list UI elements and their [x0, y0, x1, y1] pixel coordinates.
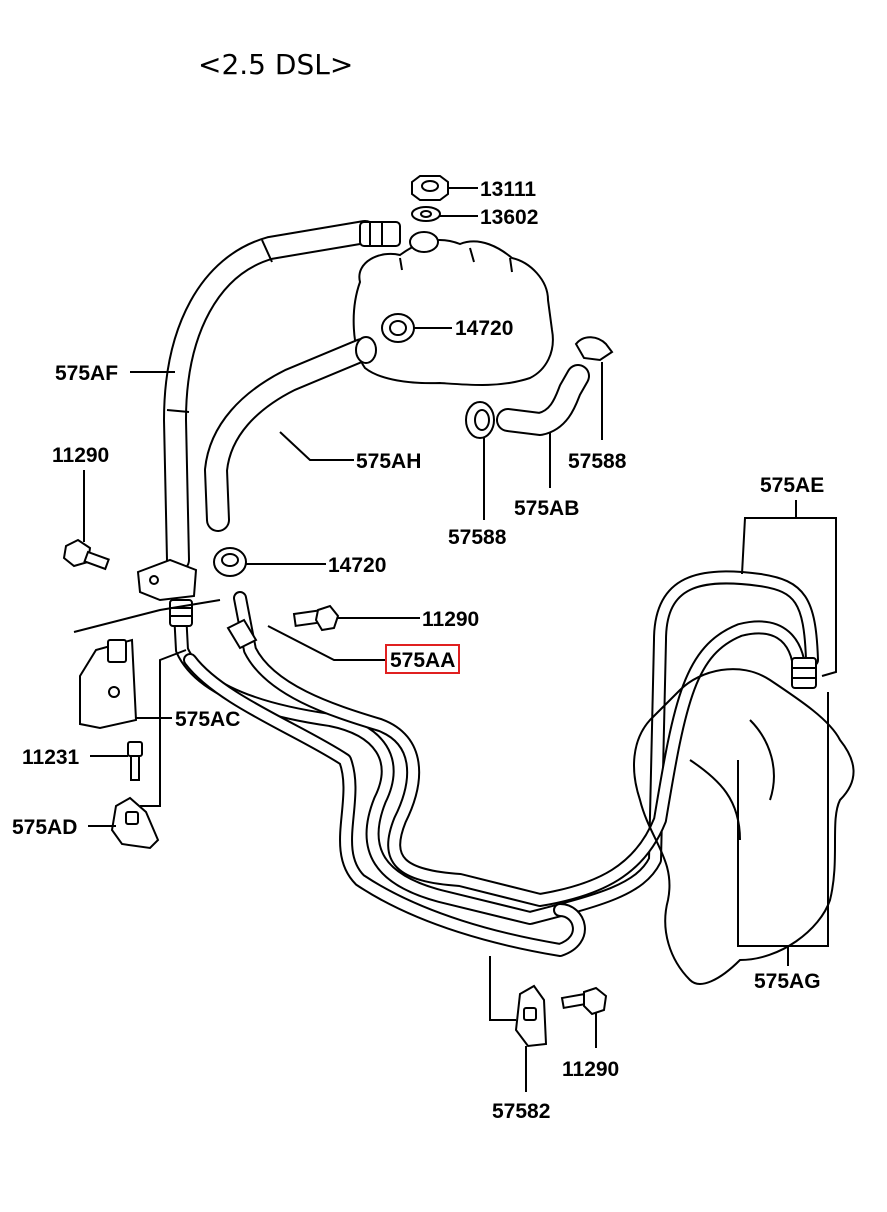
clamp-14720-top-icon [381, 313, 415, 343]
nut-13111-icon [411, 175, 449, 201]
label-575ag: 575AG [754, 970, 821, 993]
clamp-57588-right-icon [574, 336, 614, 362]
bolt-11290-left-icon [62, 538, 110, 571]
label-14720-top: 14720 [455, 317, 513, 340]
label-11290-bottom: 11290 [562, 1058, 619, 1081]
bolt-11290-bottom-icon [560, 986, 608, 1016]
label-575aa[interactable]: 575AA [390, 649, 455, 672]
label-13602: 13602 [480, 206, 538, 229]
label-11290-left: 11290 [52, 444, 109, 467]
label-57588-left: 57588 [448, 526, 507, 549]
bracket-57582-icon [514, 984, 548, 1048]
washer-13602-icon [411, 206, 441, 222]
clamp-14720-mid-icon [213, 547, 247, 577]
label-575ah: 575AH [356, 450, 421, 473]
steering-gear-housing [633, 668, 855, 985]
bracket-575ac-icon [79, 638, 138, 730]
clamp-57588-left-icon [465, 401, 495, 439]
label-11231: 11231 [22, 746, 80, 769]
label-13111: 13111 [480, 178, 536, 201]
bracket-575ad-icon [110, 796, 160, 850]
pressure-pipes [169, 570, 819, 957]
label-575ac: 575AC [175, 708, 240, 731]
label-14720-mid: 14720 [328, 554, 386, 577]
hose-575ab [496, 364, 590, 436]
label-575ad: 575AD [12, 816, 77, 839]
highlight-box-575aa [385, 644, 460, 674]
label-575ab: 575AB [514, 497, 579, 520]
hose-575ah [204, 336, 377, 532]
label-575af: 575AF [55, 362, 118, 385]
hose-575af [136, 220, 439, 602]
label-57588-right: 57588 [568, 450, 627, 473]
diagram-title: <2.5 DSL> [198, 48, 353, 81]
label-57582: 57582 [492, 1100, 550, 1123]
bolt-11290-mid-icon [292, 604, 340, 632]
label-575ae: 575AE [760, 474, 824, 497]
bolt-11231-icon [127, 741, 143, 781]
power-steering-reservoir [352, 238, 554, 386]
label-11290-mid: 11290 [422, 608, 479, 631]
